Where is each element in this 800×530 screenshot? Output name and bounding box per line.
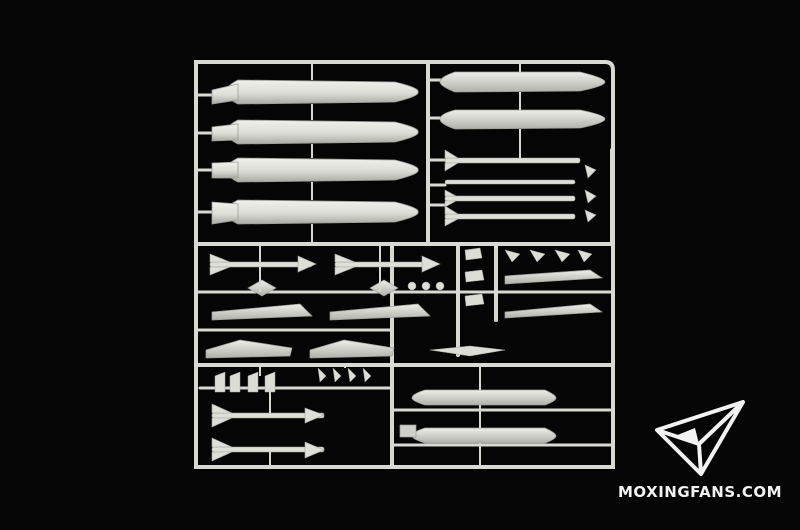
sprue-gates <box>259 62 521 467</box>
paper-plane-icon <box>655 400 745 476</box>
missiles-mid-left <box>209 253 441 276</box>
watermark: MOXINGFANS.COM <box>600 400 800 510</box>
drop-tanks <box>211 79 419 225</box>
lower-pods <box>399 389 557 444</box>
missiles-upper-right <box>444 149 597 227</box>
drop-tank-3 <box>211 157 419 183</box>
pylons <box>205 269 604 359</box>
drop-tank-2 <box>211 119 419 145</box>
drop-tank-4 <box>211 199 419 225</box>
missiles-lower-left <box>211 403 325 462</box>
drop-tank-1 <box>211 79 419 105</box>
small-parts <box>214 247 593 393</box>
small-tanks <box>439 71 606 130</box>
watermark-text: MOXINGFANS.COM <box>617 483 783 501</box>
